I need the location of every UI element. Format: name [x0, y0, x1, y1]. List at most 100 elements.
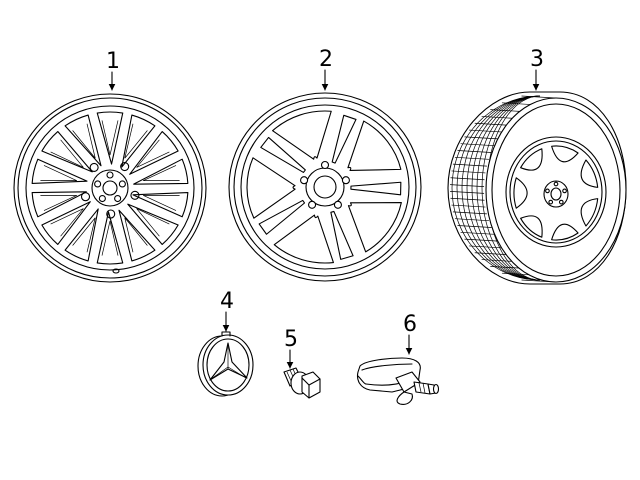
spoke-window	[246, 157, 296, 219]
spoke-edge	[40, 165, 77, 182]
spoke-edge	[50, 208, 84, 237]
tread-line	[469, 245, 504, 249]
tread-line	[454, 156, 489, 160]
bolt-hole	[308, 200, 317, 209]
bolt-hole	[94, 180, 102, 188]
spoke-window	[41, 130, 93, 173]
tread-line	[469, 129, 504, 133]
spoke-slot	[330, 210, 354, 260]
tread-line	[521, 95, 556, 99]
spoke-window	[513, 177, 528, 209]
spoke-edge	[50, 139, 84, 168]
tread-line	[464, 136, 499, 140]
wheel-bolt-icon	[283, 367, 321, 399]
spoke-edge	[40, 194, 77, 211]
part-3[interactable]: 3	[447, 47, 627, 285]
part-4[interactable]: 4	[197, 289, 254, 397]
tread-rib	[481, 95, 541, 281]
spoke-window	[127, 203, 179, 246]
tpms-sensor-icon	[356, 357, 440, 405]
spoke-window	[273, 214, 334, 264]
tread-rib	[456, 95, 541, 281]
bolt-hole	[341, 176, 350, 185]
lug-recess	[106, 209, 116, 219]
callout-4: 4	[220, 289, 234, 314]
callout-3: 3	[530, 47, 544, 72]
spoke-edge	[101, 220, 119, 256]
tread-rib	[451, 95, 541, 281]
bolt-hole	[545, 188, 550, 194]
part-6[interactable]: 6	[356, 312, 440, 405]
spoke-edge	[101, 120, 119, 156]
spoke-window	[96, 211, 124, 265]
spoke-window	[272, 110, 332, 160]
bolt-hole	[320, 160, 330, 170]
part-2[interactable]: 2	[228, 47, 422, 282]
spoke-window	[580, 159, 599, 188]
spoke-window	[121, 114, 156, 168]
spoke-window	[551, 145, 579, 163]
spoke-window	[520, 148, 543, 171]
spoke-slot	[260, 136, 306, 173]
spoke-window	[347, 201, 402, 253]
spoke-window	[551, 223, 579, 241]
bolt-hole	[548, 199, 554, 205]
tire-and-wheel-assembly-icon	[447, 91, 627, 285]
spoke-window	[580, 198, 599, 227]
spoke-window	[41, 201, 91, 246]
bolt-hole	[558, 199, 564, 205]
spoke-window	[31, 191, 87, 218]
bolt-hole	[114, 194, 122, 203]
tread-rib	[466, 95, 541, 281]
spoke-window	[520, 215, 543, 238]
callout-2: 2	[319, 47, 333, 72]
tread-line	[452, 163, 487, 167]
bolt-hole	[106, 171, 114, 179]
spoke-window	[118, 209, 156, 262]
alloy-wheel-multi-spoke-icon	[13, 93, 207, 283]
tread-rib	[471, 95, 541, 281]
spoke-slot	[258, 199, 306, 235]
part-5[interactable]: 5	[283, 327, 321, 399]
lug-recess	[89, 162, 99, 172]
spoke-edge	[72, 217, 96, 253]
callout-5: 5	[284, 327, 298, 352]
lug-recess	[130, 190, 140, 200]
spoke-window	[129, 130, 179, 175]
tread-rib	[461, 95, 541, 281]
callout-1: 1	[106, 49, 120, 74]
spoke-edge	[124, 123, 148, 159]
lug-recess	[120, 161, 130, 172]
spoke-edge	[124, 217, 148, 253]
tread-line	[457, 225, 492, 228]
bolt-hole	[300, 176, 309, 185]
bolt-hole	[98, 194, 106, 203]
spoke-edge	[143, 194, 180, 211]
bolt-hole	[562, 188, 567, 194]
spoke-edge	[143, 165, 180, 182]
spoke-window	[96, 111, 124, 165]
spoke-edge	[136, 208, 170, 237]
lug-recess	[80, 192, 91, 202]
callout-6: 6	[403, 312, 417, 337]
bolt-hole	[553, 181, 559, 187]
bolt-hole	[333, 200, 342, 209]
tread-rib	[476, 95, 541, 281]
spoke-window	[64, 114, 102, 167]
part-1[interactable]: 1	[13, 49, 207, 283]
spoke-window	[133, 158, 189, 185]
center-cap-icon	[197, 331, 254, 397]
spoke-slot	[331, 114, 357, 164]
spoke-edge	[72, 123, 96, 159]
spoke-window	[64, 208, 99, 262]
spoke-edge	[136, 139, 170, 168]
bolt-hole	[118, 180, 126, 188]
alloy-wheel-split-spoke-icon	[228, 92, 422, 282]
spoke-window	[31, 158, 88, 184]
tread-line	[460, 231, 495, 235]
spoke-window	[132, 192, 189, 218]
tread-line	[457, 150, 492, 153]
spoke-slot	[350, 181, 402, 196]
spoke-window	[347, 120, 402, 172]
